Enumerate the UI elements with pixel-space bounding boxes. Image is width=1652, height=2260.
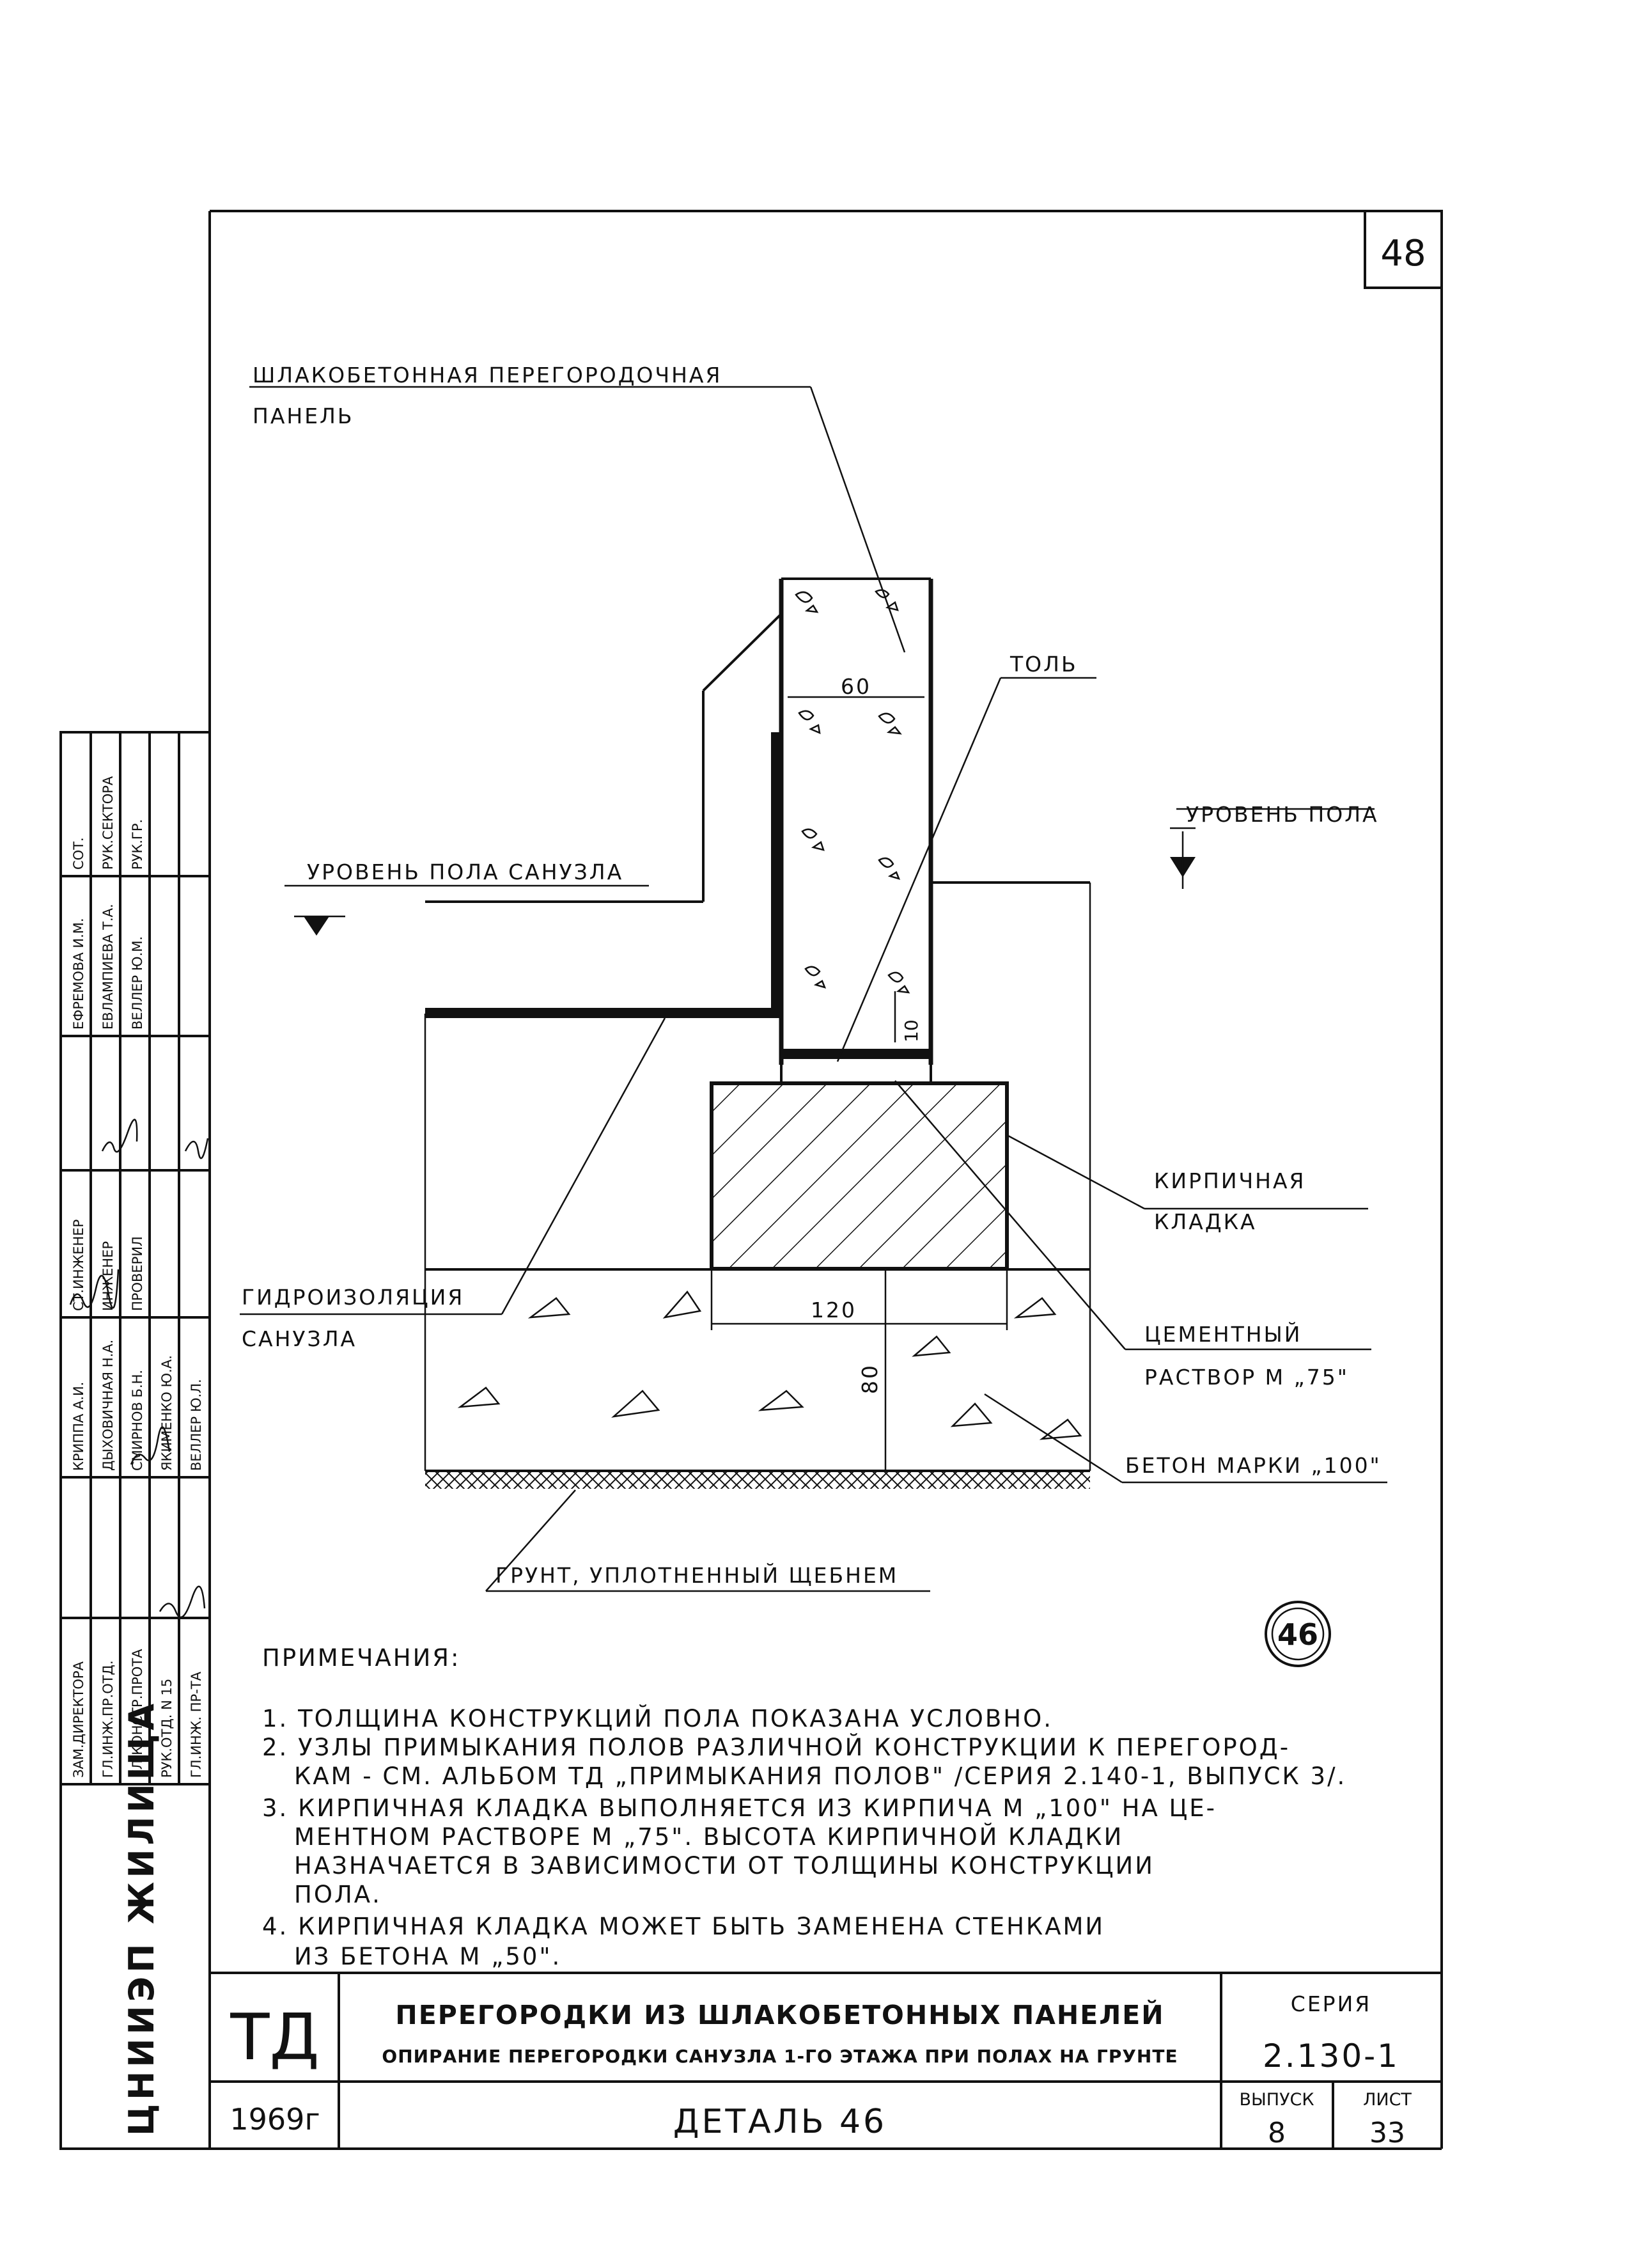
callout-cement: ЦЕМЕНТНЫЙ РАСТВОР М „75" [894,1080,1371,1390]
label-tol: ТОЛЬ [1009,652,1078,677]
label-cement-2: РАСТВОР М „75" [1144,1365,1349,1390]
callout-panel: ШЛАКОБЕТОННАЯ ПЕРЕГОРОДОЧНАЯ ПАНЕЛЬ [249,363,906,653]
detail-number: 46 [1277,1617,1318,1652]
label-soil: ГРУНТ, УПЛОТНЕННЫЙ ЩЕБНЕМ [495,1562,898,1588]
label-panel-2: ПАНЕЛЬ [253,404,354,428]
label-brick-2: КЛАДКА [1154,1209,1257,1234]
stamp-b2-0: КРИППА А.И. [71,1382,86,1471]
note-line-3: КАМ - СМ. АЛЬБОМ ТД „ПРИМЫКАНИЯ ПОЛОВ" /… [294,1762,1346,1790]
callout-concrete: БЕТОН МАРКИ „100" [984,1393,1387,1484]
note-line-9: ИЗ БЕТОНА М „50". [294,1943,561,1970]
stamp-b1-2: ГЛ.КОНСТР.ПРОТА [130,1649,145,1778]
org-name-vertical: ЦНИИЭП ЖИЛИЩА [121,1700,162,2136]
mortar-layers: 10 [780,991,932,1085]
corner-number-box: 48 [1364,210,1443,289]
note-line-2: 2. УЗЛЫ ПРИМЫКАНИЯ ПОЛОВ РАЗЛИЧНОЙ КОНСТ… [262,1733,1290,1761]
title-block: ТД 1969г ПЕРЕГОРОДКИ ИЗ ШЛАКОБЕТОННЫХ ПА… [210,1972,1442,2149]
dim-brick-width: 120 [811,1298,857,1322]
callout-brick: КИРПИЧНАЯ КЛАДКА [1006,1134,1368,1234]
callout-tol: ТОЛЬ [836,652,1096,1062]
year: 1969г [230,2102,320,2137]
callout-waterproofing: ГИДРОИЗОЛЯЦИЯ САНУЗЛА [240,1017,666,1351]
stamp-b5-0: РУК.ГР. [130,819,145,870]
label-concrete: БЕТОН МАРКИ „100" [1125,1453,1382,1478]
bathroom-waterproofing [425,613,783,1018]
stamp-b4-0: ЕФРЕМОВА И.М. [71,918,86,1030]
signatures [69,1118,209,1619]
issue-value: 8 [1268,2117,1286,2149]
label-waterproof-1: ГИДРОИЗОЛЯЦИЯ [242,1285,464,1310]
stamp-b3-2: ПРОВЕРИЛ [130,1236,145,1311]
series-label: СЕРИЯ [1291,1991,1371,2016]
bathroom-floor-level-mark: УРОВЕНЬ ПОЛА САНУЗЛА [284,859,649,936]
label-panel-1: ШЛАКОБЕТОННАЯ ПЕРЕГОРОДОЧНАЯ [253,363,722,388]
dim-concrete-thickness: 80 [857,1363,882,1394]
stamp-b2-3: ЯКИМЕНКО Ю.А. [159,1355,175,1471]
stamp-b5-2: СОТ. [71,837,86,870]
brick-masonry [710,1081,1009,1271]
title-sub: ОПИРАНИЕ ПЕРЕГОРОДКИ САНУЗЛА 1-ГО ЭТАЖА … [382,2046,1178,2067]
section-drawing: 60 10 [240,363,1387,1667]
td-mark: ТД [230,2000,319,2075]
title-main: ПЕРЕГОРОДКИ ИЗ ШЛАКОБЕТОННЫХ ПАНЕЛЕЙ [395,2000,1164,2030]
stamp-b3-0: СТ.ИНЖЕНЕР [71,1220,86,1311]
note-line-5: МЕНТНОМ РАСТВОРЕ М „75". ВЫСОТА КИРПИЧНО… [294,1823,1123,1851]
floor-level-mark: УРОВЕНЬ ПОЛА [1170,802,1379,889]
corner-number: 48 [1380,233,1426,274]
label-bath-floor-level: УРОВЕНЬ ПОЛА САНУЗЛА [307,859,623,884]
panel-body: 60 [779,577,933,1065]
note-line-8: 4. КИРПИЧНАЯ КЛАДКА МОЖЕТ БЫТЬ ЗАМЕНЕНА … [262,1913,1105,1940]
stamp-b1-1: ГЛ.ИНЖ.ПР.ОТД. [100,1660,116,1778]
detail-number-mark: 46 [1265,1601,1331,1667]
callout-soil: ГРУНТ, УПЛОТНЕННЫЙ ЩЕБНЕМ [485,1489,930,1592]
notes-heading: ПРИМЕЧАНИЯ: [262,1644,460,1672]
dim-panel-width: 60 [841,674,871,699]
dim-mortar-thickness: 10 [901,1019,922,1042]
soil-layer [425,1471,1090,1489]
detail-title: ДЕТАЛЬ 46 [673,2103,887,2141]
label-cement-1: ЦЕМЕНТНЫЙ [1144,1321,1302,1347]
stamp-b1-3: РУК.ОТД. N 15 [159,1679,175,1778]
label-waterproof-2: САНУЗЛА [242,1326,357,1351]
stamp-b2-2: СМИРНОВ Б.Н. [130,1370,145,1471]
sheet-label: ЛИСТ [1363,2090,1412,2110]
stamp-b4-1: ЕВЛАМПИЕВА Т.А. [100,904,116,1030]
note-line-7: ПОЛА. [294,1881,382,1908]
label-floor-level: УРОВЕНЬ ПОЛА [1186,802,1379,827]
sheet-value: 33 [1369,2117,1405,2149]
note-line-4: 3. КИРПИЧНАЯ КЛАДКА ВЫПОЛНЯЕТСЯ ИЗ КИРПИ… [262,1794,1217,1822]
stamp-b4-2: ВЕЛЛЕР Ю.М. [130,936,145,1030]
note-line-6: НАЗНАЧАЕТСЯ В ЗАВИСИМОСТИ ОТ ТОЛЩИНЫ КОН… [294,1852,1155,1879]
issue-label: ВЫПУСК [1239,2090,1314,2110]
stamp-b5-1: РУК.СЕКТОРА [100,776,116,870]
concrete-aggregate [457,1290,1082,1440]
stamp-strip: ЗАМ.ДИРЕКТОРА ГЛ.ИНЖ.ПР.ОТД. ГЛ.КОНСТР.П… [59,731,211,2150]
stamp-b2-1: ДЫХОВИЧНАЯ Н.А. [100,1340,116,1471]
series-value: 2.130-1 [1263,2037,1399,2075]
stamp-b2-4: ВЕЛЛЕР Ю.Л. [189,1379,204,1471]
stamp-b1-4: ГЛ.ИНЖ. ПР-ТА [189,1671,204,1778]
stamp-b1-0: ЗАМ.ДИРЕКТОРА [71,1661,86,1778]
label-brick-1: КИРПИЧНАЯ [1154,1168,1305,1193]
panel-aggregate [795,589,910,994]
notes: ПРИМЕЧАНИЯ: 1. ТОЛЩИНА КОНСТРУКЦИЙ ПОЛА … [262,1644,1346,1970]
note-line-1: 1. ТОЛЩИНА КОНСТРУКЦИЙ ПОЛА ПОКАЗАНА УСЛ… [262,1704,1053,1732]
